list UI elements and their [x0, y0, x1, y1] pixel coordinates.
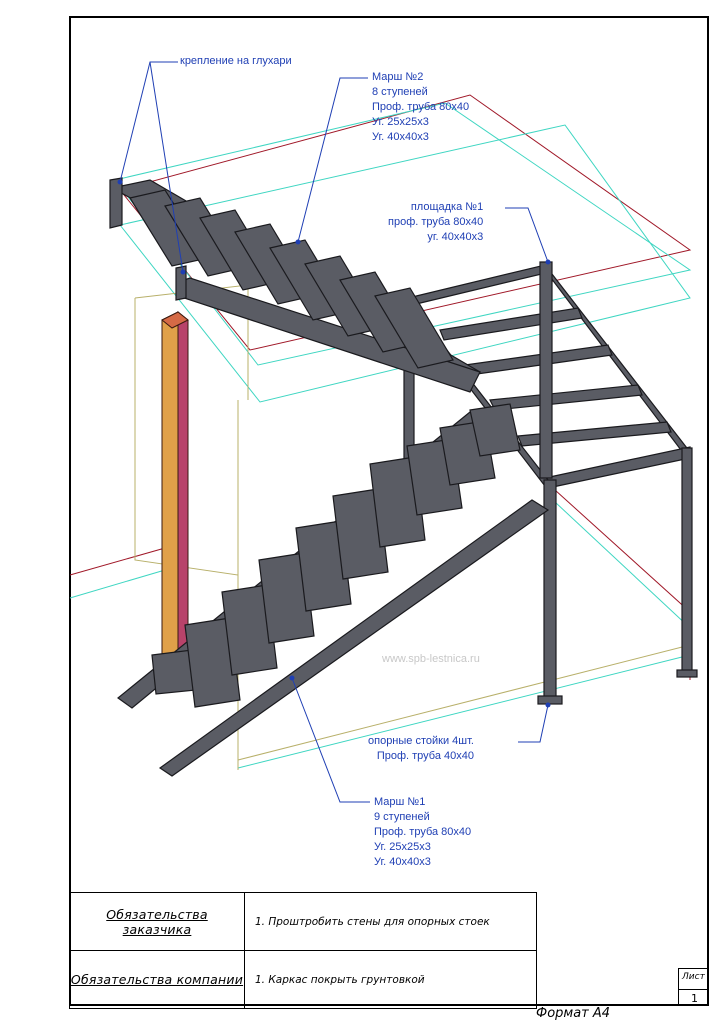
posts-callout-tube: Проф. труба 40x40	[376, 750, 474, 762]
post-base-plate	[537, 695, 563, 705]
flight2-callout-angle-large: Уг. 40x40x3	[372, 131, 429, 143]
landing-front-beam	[544, 446, 691, 489]
mounting-callout: крепление на глухари	[180, 54, 292, 69]
customer-obligations-label: Обязательства заказчика	[69, 892, 245, 951]
flight1-step-4	[295, 520, 352, 612]
landing-joist-2	[464, 344, 613, 376]
flight1-step-2	[221, 584, 278, 676]
flight1-callout: Марш №1 9 ступеней Проф. труба 80x40 Уг.…	[374, 795, 471, 870]
obligations-table: Обязательства заказчика 1. Проштробить с…	[69, 892, 537, 1009]
landing-back-beam	[407, 264, 552, 306]
landing-callout: площадка №1 проф. труба 80x40 уг. 40x40x…	[388, 200, 483, 245]
flight1-step-9	[469, 403, 521, 457]
sheet-number: 1	[691, 992, 698, 1005]
obligations-row-company: Обязательства компании 1. Каркас покрыть…	[69, 950, 537, 1009]
customer-obligations-duty: 1. Проштробить стены для опорных стоек	[244, 892, 537, 951]
flight2-callout-tube: Проф. труба 80x40	[372, 101, 470, 113]
mounting-callout-line: крепление на глухари	[180, 55, 292, 67]
sheet-stamp: Лист 1	[678, 968, 709, 1006]
flight1-step-1	[184, 617, 241, 708]
landing-callout-angle: уг. 40x40x3	[427, 231, 484, 243]
flight1-step-5	[332, 488, 389, 580]
landing-joist-1	[439, 307, 583, 341]
flight-1	[117, 403, 550, 777]
posts-callout: опорные стойки 4шт. Проф. труба 40x40	[368, 734, 474, 764]
flight-2	[109, 177, 481, 393]
flight2-wall-bracket-top	[109, 177, 123, 229]
landing-callout-title: площадка №1	[410, 201, 484, 213]
sheet-label: Лист	[682, 972, 705, 982]
sheet-divider	[679, 989, 709, 990]
flight2-callout-title: Марш №2	[372, 71, 424, 83]
company-obligations-duty: 1. Каркас покрыть грунтовкой	[244, 950, 537, 1009]
upper-floor-cyan-lower	[119, 124, 691, 403]
floor-right-cyan	[554, 501, 691, 629]
wall-line-cyan	[69, 569, 166, 599]
flight1-callout-tube: Проф. труба 80x40	[374, 826, 472, 838]
landing-joist-3	[489, 384, 643, 411]
flight2-callout: Марш №2 8 ступеней Проф. труба 80x40 Уг.…	[372, 70, 469, 145]
leader-lines	[117, 61, 551, 803]
format-label: Формат А4	[536, 1006, 611, 1021]
wooden-post	[161, 310, 189, 680]
flight2-step-8	[374, 287, 454, 369]
posts-callout-title: опорные стойки 4шт.	[368, 735, 474, 747]
flight1-callout-title: Марш №1	[374, 796, 426, 808]
flight2-callout-angle-small: Уг. 25x25x3	[372, 116, 429, 128]
flight1-callout-angle-small: Уг. 25x25x3	[374, 841, 431, 853]
wall-line-red	[69, 547, 166, 576]
company-obligations-label: Обязательства компании	[69, 950, 245, 1009]
floor-front-olive	[237, 644, 691, 761]
landing-post-back	[539, 261, 553, 479]
obligations-row-customer: Обязательства заказчика 1. Проштробить с…	[69, 892, 537, 951]
flight1-callout-angle-large: Уг. 40x40x3	[374, 856, 431, 868]
watermark: www.spb-lestnica.ru	[382, 653, 480, 665]
flight1-step-3	[258, 552, 315, 644]
flight2-callout-steps: 8 ступеней	[372, 86, 428, 98]
floor-front-cyan	[237, 654, 691, 769]
landing-joist-4	[517, 421, 672, 447]
flight1-stringer-right	[158, 499, 550, 777]
landing-post-right	[681, 447, 693, 677]
landing-callout-tube: проф. труба 80x40	[388, 216, 484, 228]
flight1-callout-steps: 9 ступеней	[374, 811, 430, 823]
landing-post-front	[543, 479, 557, 703]
post-base-plate-right	[676, 669, 698, 678]
